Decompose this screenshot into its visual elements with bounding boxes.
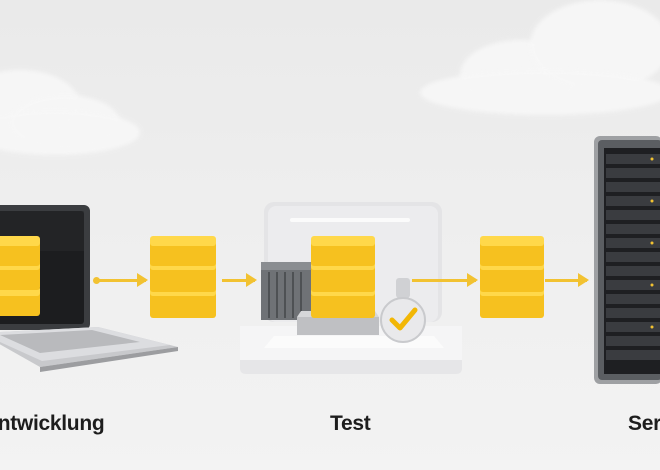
package-stack — [0, 236, 40, 316]
package-stack — [150, 236, 216, 318]
server-rack-icon — [594, 136, 660, 384]
package-stack — [311, 236, 375, 318]
checkmark-icon — [380, 278, 426, 343]
flow-arrow — [412, 273, 478, 287]
flow-arrow — [98, 273, 148, 287]
flow-arrow — [545, 273, 589, 287]
stage-label-test: Test — [330, 412, 371, 435]
arrow-origin-dot — [93, 277, 100, 284]
stage-label-server: Server — [628, 412, 660, 435]
package-stack — [480, 236, 544, 318]
flow-arrow — [222, 273, 257, 287]
stage-label-development: Entwicklung — [0, 412, 105, 435]
